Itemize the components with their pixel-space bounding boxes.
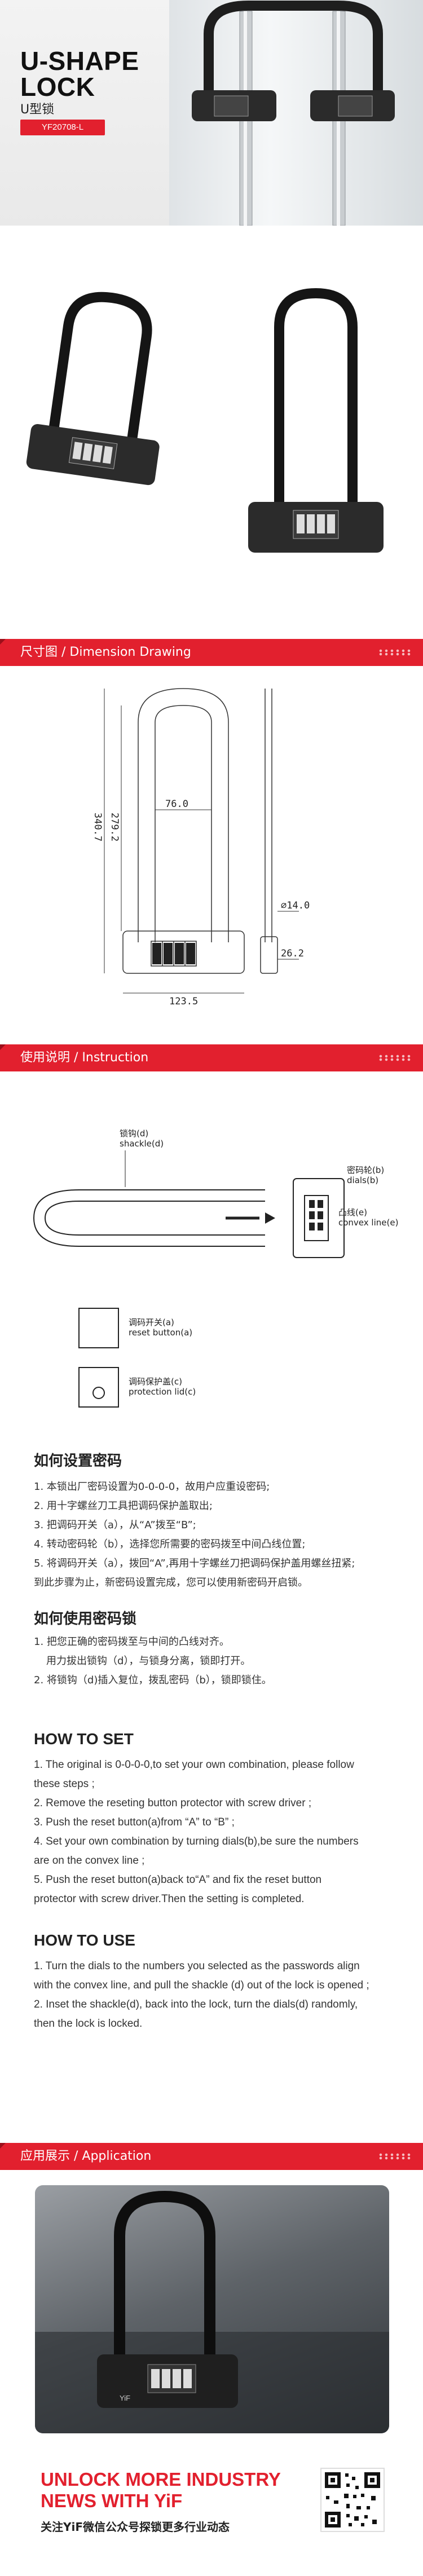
lock-on-bike-image: YiF	[35, 2190, 389, 2433]
lock-angled-view	[26, 292, 160, 486]
dim-inner-height: 279.2	[109, 813, 120, 841]
section-bar-application: 应用展示 / Application	[0, 2143, 423, 2170]
zh-set-step: 2. 用十字螺丝刀工具把调码保护盖取出;	[34, 1500, 213, 1512]
lock-brand-mark: YiF	[120, 2394, 130, 2402]
label-convex-line: 凸线(e)convex line(e)	[338, 1207, 398, 1228]
zh-set-step: 4. 转动密码轮（b），选择您所需要的密码拨至中间凸线位置;	[34, 1538, 306, 1550]
zh-set-step: 到此步骤为止，新密码设置完成，您可以使用新密码开启锁。	[34, 1577, 308, 1589]
product-subtitle: U型锁	[20, 103, 55, 117]
dots-decoration	[378, 2153, 412, 2160]
dim-body-width: 123.5	[169, 996, 198, 1007]
hero-banner: U-SHAPE LOCK U型锁 YF20708-L	[0, 0, 423, 226]
product-title: U-SHAPE LOCK	[20, 46, 139, 102]
zh-set-step: 5. 将调码开关（a），拨回“A”,再用十字螺丝刀把调码保护盖用螺丝扭紧;	[34, 1558, 355, 1569]
model-badge: YF20708-L	[20, 120, 105, 135]
instruction-diagram: 锁钩(d)shackle(d) 密码轮(b)dials(b) 凸线(e)conv…	[33, 1128, 398, 1408]
dots-decoration	[378, 1055, 412, 1061]
section-title-dimension: 尺寸图 / Dimension Drawing	[20, 645, 191, 659]
dots-decoration	[378, 649, 412, 656]
en-set-line: 3. Push the reset button(a)from “A” to “…	[34, 1816, 235, 1828]
en-set-steps: 1. The original is 0-0-0-0,to set your o…	[34, 1755, 395, 1909]
lock-front-view	[248, 288, 384, 553]
zh-set-step: 1. 本锁出厂密码设置为0-0-0-0，故用户应重设密码;	[34, 1481, 270, 1493]
en-use-line: then the lock is locked.	[34, 2018, 143, 2030]
zh-set-steps: 1. 本锁出厂密码设置为0-0-0-0，故用户应重设密码; 2. 用十字螺丝刀工…	[34, 1477, 395, 1593]
label-dials: 密码轮(b)dials(b)	[347, 1165, 384, 1185]
section-title-instruction: 使用说明 / Instruction	[20, 1051, 149, 1065]
dim-total-height: 340.7	[92, 813, 103, 841]
en-set-line: 2. Remove the reseting button protector …	[34, 1797, 312, 1809]
product-photos	[26, 288, 384, 553]
section-title-application: 应用展示 / Application	[20, 2149, 152, 2163]
dimension-drawing: 76.0 279.2 340.7 ⌀14.0 26.2 123.5	[92, 688, 310, 1007]
label-protection-lid: 调码保护盖(c)protection lid(c)	[129, 1377, 196, 1397]
zh-use-step: 2. 将锁钩（d)插入复位，拨乱密码（b），锁即锁住。	[34, 1674, 272, 1686]
section-bar-instruction: 使用说明 / Instruction	[0, 1044, 423, 1071]
footer-subtext: 关注YiF微信公众号探锁更多行业动态	[41, 2520, 230, 2534]
en-use-line: 2. Inset the shackle(d), back into the l…	[34, 1999, 358, 2010]
application-photo: YiF	[35, 2185, 389, 2433]
en-use-steps: 1. Turn the dials to the numbers you sel…	[34, 1957, 395, 2034]
en-set-line: 1. The original is 0-0-0-0,to set your o…	[34, 1759, 354, 1771]
zh-use-step: 1. 把您正确的密码拨至与中间的凸线对齐。	[34, 1636, 230, 1648]
qr-code-pattern	[325, 2472, 380, 2528]
zh-use-step: 用力拔出锁钩（d），与锁身分离，锁即打开。	[46, 1655, 251, 1667]
en-set-line: protector with screw driver.Then the set…	[34, 1893, 305, 1905]
en-set-line: 4. Set your own combination by turning d…	[34, 1836, 359, 1847]
qr-code[interactable]	[320, 2468, 385, 2532]
zh-use-steps: 1. 把您正确的密码拨至与中间的凸线对齐。 用力拔出锁钩（d），与锁身分离，锁即…	[34, 1633, 395, 1690]
glass-door-background	[169, 0, 423, 226]
label-shackle: 锁钩(d)shackle(d)	[120, 1128, 164, 1149]
footer-headline: UNLOCK MORE INDUSTRY NEWS WITH YiF	[41, 2469, 281, 2511]
zh-use-title: 如何使用密码锁	[34, 1611, 137, 1627]
en-set-line: these steps ;	[34, 1778, 95, 1790]
hero-lock-on-door-image	[192, 0, 395, 226]
en-set-line: 5. Push the reset button(a)back to“A” an…	[34, 1874, 322, 1886]
zh-set-title: 如何设置密码	[34, 1453, 122, 1470]
zh-set-step: 3. 把调码开关（a），从“A”拨至“B”;	[34, 1519, 196, 1531]
dim-shackle-diameter: ⌀14.0	[281, 900, 310, 911]
en-use-line: 1. Turn the dials to the numbers you sel…	[34, 1960, 360, 1972]
en-use-line: with the convex line, and pull the shack…	[34, 1979, 369, 1991]
en-set-title: HOW TO SET	[34, 1730, 134, 1748]
section-bar-dimension: 尺寸图 / Dimension Drawing	[0, 639, 423, 666]
label-reset-button: 调码开关(a)reset button(a)	[129, 1317, 192, 1338]
dim-body-depth: 26.2	[281, 948, 304, 959]
en-set-line: are on the convex line ;	[34, 1855, 145, 1867]
dim-inner-width: 76.0	[165, 799, 188, 810]
en-use-title: HOW TO USE	[34, 1931, 135, 1949]
